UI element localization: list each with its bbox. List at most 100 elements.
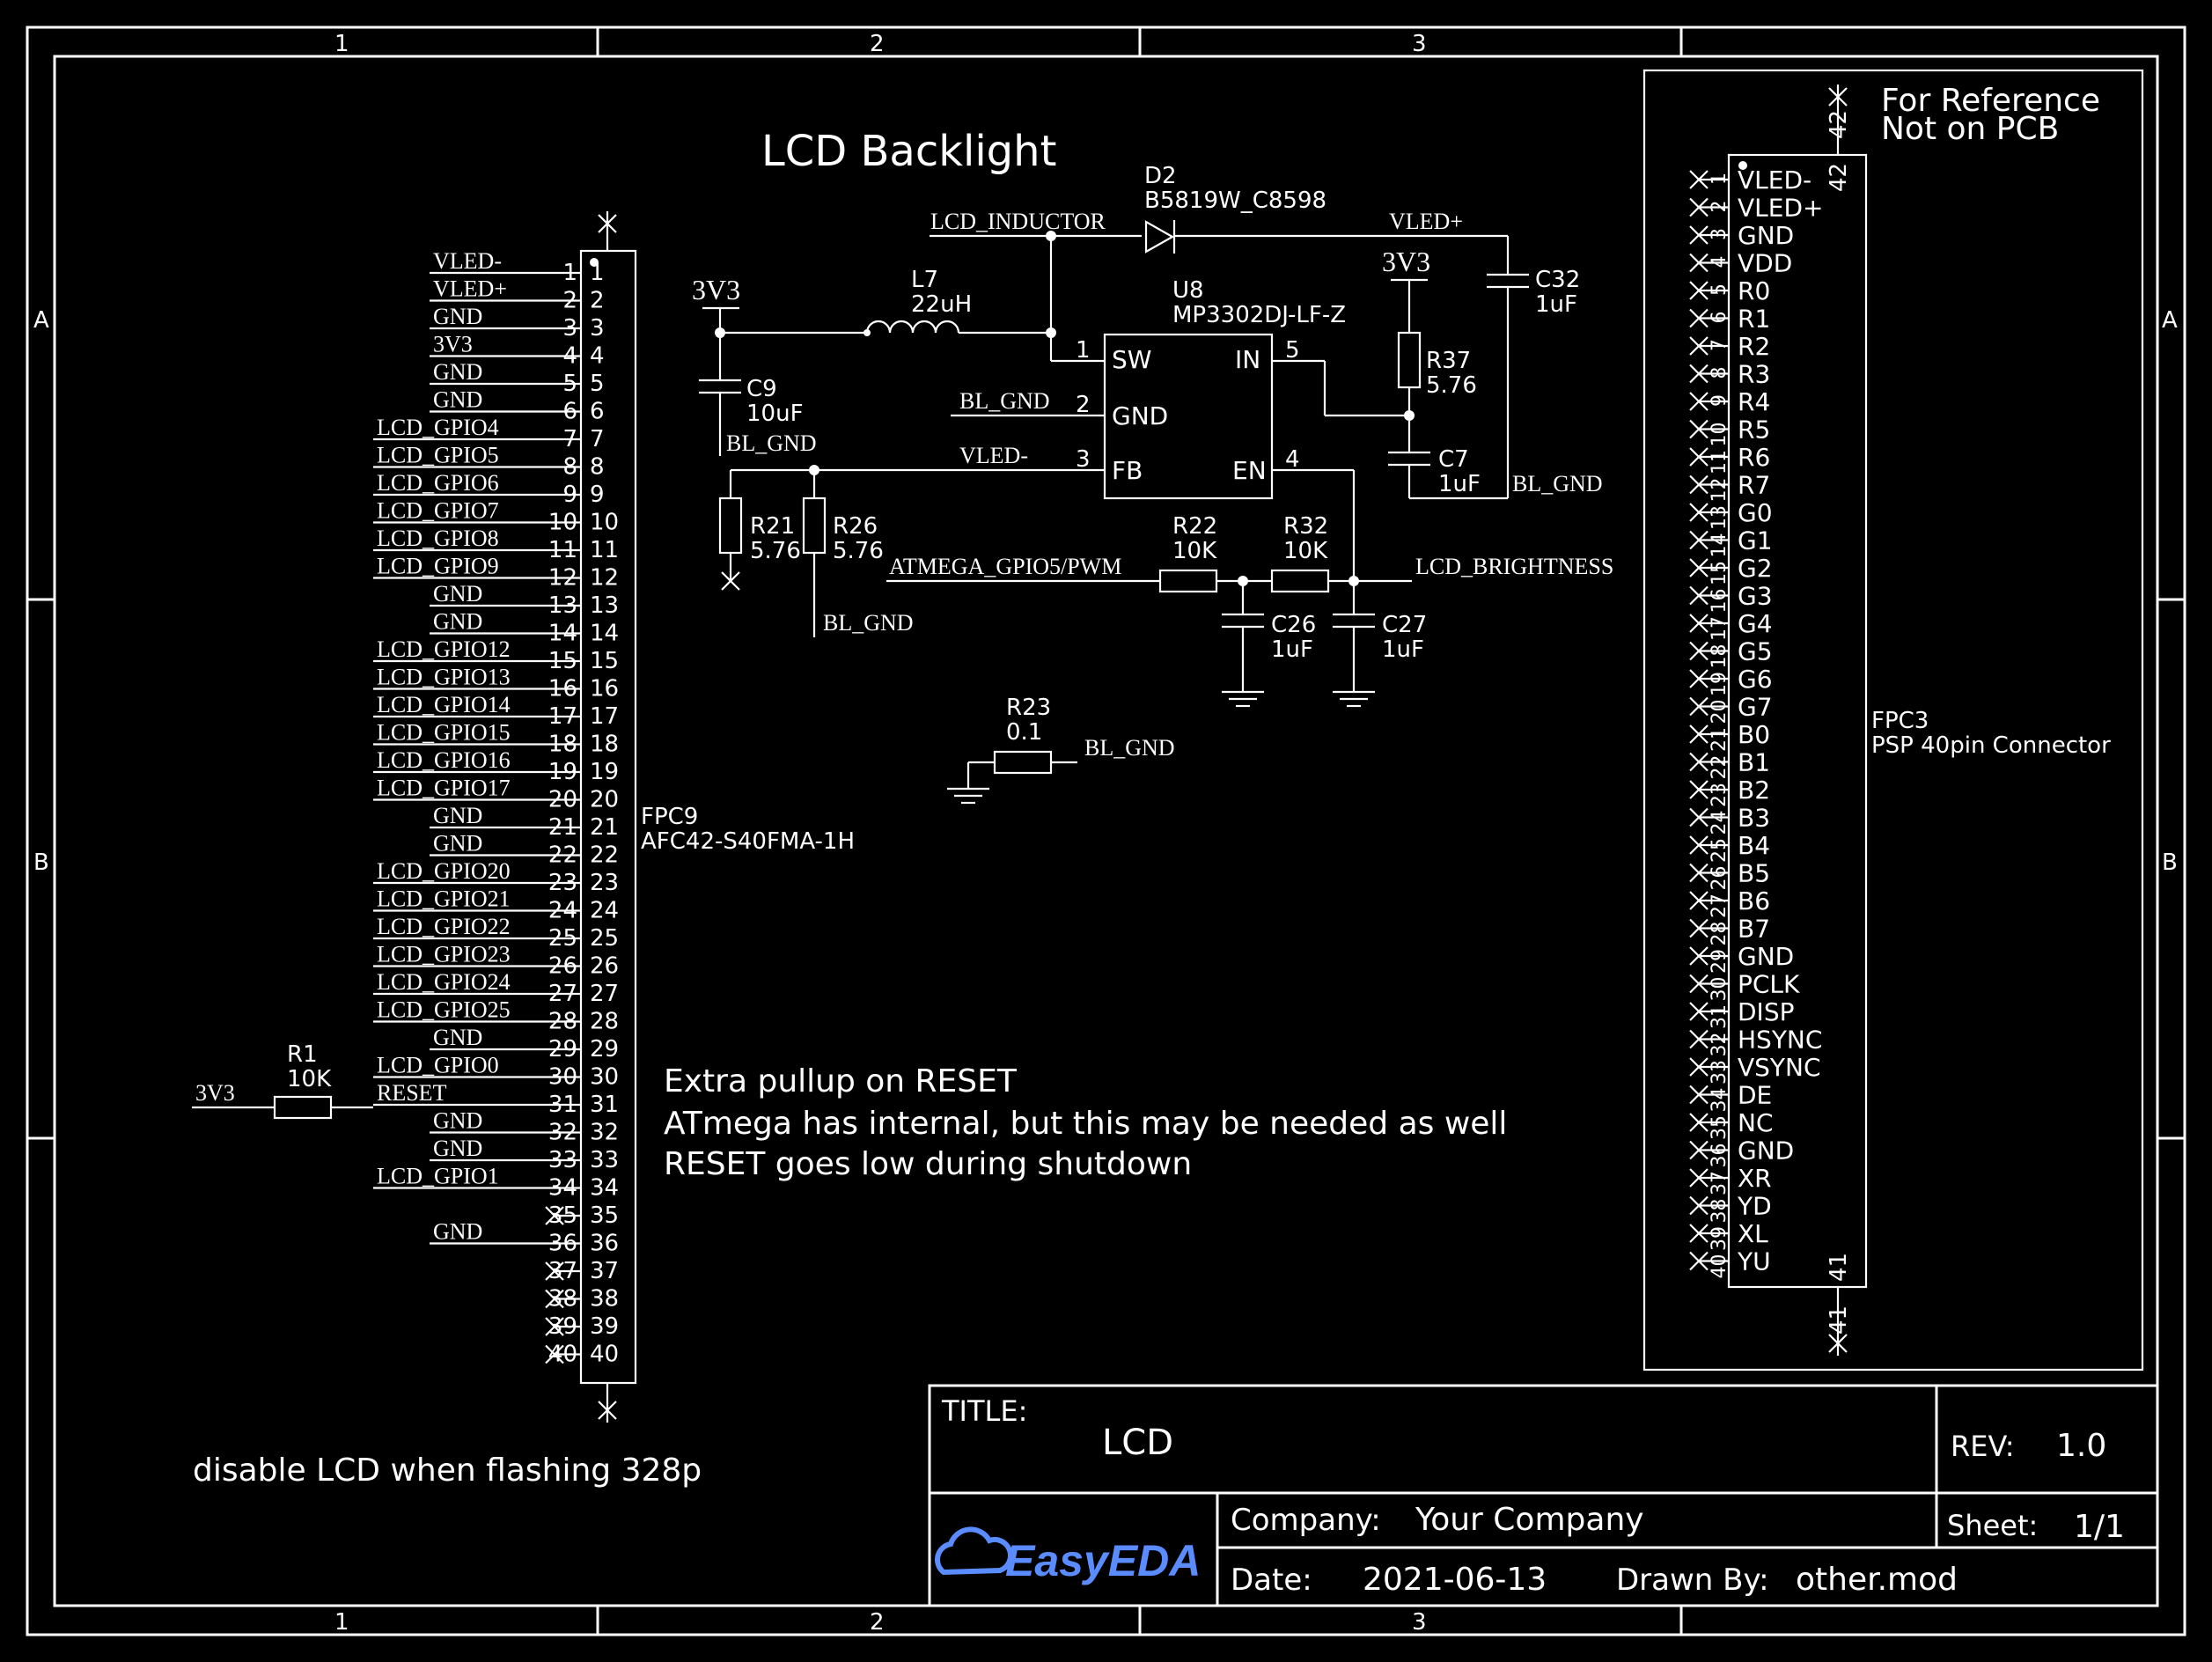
fpc9-pin-index-10: 10: [590, 510, 619, 536]
fpc9-pin-number-22: 22: [548, 842, 577, 869]
fpc3-pin-label-16: G3: [1738, 582, 1773, 611]
fpc9-pin-number-4: 4: [562, 343, 577, 370]
fpc9-pin-number-39: 39: [548, 1313, 577, 1340]
fpc9-net-label-24: LCD_GPIO21: [377, 886, 511, 912]
fpc9-pin-number-12: 12: [548, 565, 577, 592]
fpc9-value: AFC42-S40FMA-1H: [641, 828, 855, 855]
l7-inductor-symbol: [865, 320, 960, 334]
fpc9-net-label-3: GND: [433, 304, 482, 329]
fpc3-pin-number-23: 23: [1709, 783, 1731, 807]
r21-ref: R21: [750, 513, 795, 540]
fpc9-pin-number-33: 33: [548, 1147, 577, 1173]
zone-row-b-right: B: [2162, 849, 2178, 876]
fpc9-pin-number-1: 1: [562, 260, 577, 286]
fpc3-pin-number-29: 29: [1709, 949, 1731, 974]
fpc9-pin-index-4: 4: [590, 343, 605, 370]
fpc9-pin-number-36: 36: [548, 1231, 577, 1257]
fpc3-pin-label-7: R2: [1738, 332, 1770, 361]
u8-pin-sw: SW: [1112, 345, 1151, 374]
fpc3-pin-label-37: XR: [1738, 1164, 1772, 1193]
fpc9-pin-number-27: 27: [548, 981, 577, 1007]
fpc3-pin-label-9: R4: [1738, 387, 1770, 416]
fpc3-pin-label-33: VSYNC: [1738, 1053, 1821, 1082]
ground-symbol-c26: [1222, 690, 1264, 708]
fpc9-pin-number-19: 19: [548, 759, 577, 785]
r22-value: 10K: [1172, 538, 1217, 564]
ground-symbol-c27: [1333, 690, 1375, 708]
fpc3-pin-label-25: B4: [1738, 831, 1770, 860]
fpc9-net-label-29: GND: [433, 1025, 482, 1050]
fpc9-pin-number-14: 14: [548, 621, 577, 647]
fpc3-pin-number-14: 14: [1709, 533, 1731, 558]
fpc3-pin-number-32: 32: [1709, 1033, 1731, 1057]
title-label: TITLE:: [941, 1394, 1027, 1428]
fpc9-pin-number-31: 31: [548, 1092, 577, 1118]
r23-value: 0.1: [1006, 719, 1042, 746]
fpc3-pin-label-8: R3: [1738, 360, 1770, 389]
fpc9-pin-index-32: 32: [590, 1120, 619, 1146]
fpc9-pin-index-3: 3: [590, 315, 605, 342]
fpc9-pin-index-16: 16: [590, 676, 619, 702]
fpc3-pin-number-13: 13: [1709, 505, 1731, 530]
zone-col-2-top: 2: [870, 31, 885, 57]
fpc9-net-label-33: GND: [433, 1136, 482, 1161]
fpc3-pin-number-18: 18: [1709, 644, 1731, 669]
notes: Extra pullup on RESET ATmega has interna…: [193, 1063, 1507, 1489]
fpc3-pin-label-18: G5: [1738, 637, 1773, 666]
fpc9-net-label-2: VLED+: [433, 276, 507, 302]
fpc9-pin-index-13: 13: [590, 592, 619, 619]
fpc3-pin-label-32: HSYNC: [1738, 1026, 1822, 1055]
fpc3-pin-number-27: 27: [1709, 894, 1731, 918]
fpc3-pin-label-38: YD: [1737, 1192, 1772, 1221]
fpc3-pin-number-24: 24: [1709, 811, 1731, 835]
note-reset-line3: RESET goes low during shutdown: [664, 1146, 1192, 1182]
fpc3-pin-number-3: 3: [1709, 228, 1731, 240]
fpc9-pin-number-11: 11: [548, 537, 577, 563]
fpc3-pin-label-24: B3: [1738, 804, 1770, 833]
fpc9-pin-number-29: 29: [548, 1036, 577, 1063]
fpc9-pin-number-6: 6: [562, 399, 577, 425]
fpc9-net-label-7: LCD_GPIO4: [377, 415, 499, 440]
fpc9-net-label-23: LCD_GPIO20: [377, 858, 511, 884]
fpc3-pin-label-30: PCLK: [1738, 970, 1800, 999]
date-value: 2021-06-13: [1363, 1562, 1547, 1598]
fpc9-pin-index-36: 36: [590, 1231, 619, 1257]
r32-ref: R32: [1283, 513, 1328, 540]
fpc3-pin-42-outer: 42: [1826, 110, 1852, 139]
fpc3-pin-number-21: 21: [1709, 727, 1731, 752]
fpc3-pin-number-6: 6: [1709, 312, 1731, 324]
net-lcd-inductor: LCD_INDUCTOR: [930, 209, 1106, 234]
fpc9-pin-index-5: 5: [590, 371, 605, 397]
fpc9-pin-index-33: 33: [590, 1147, 619, 1173]
r37-value: 5.76: [1426, 372, 1477, 399]
fpc9-net-label-13: GND: [433, 581, 482, 607]
fpc3-pin-label-6: R1: [1738, 305, 1770, 334]
fpc3-pin-label-11: R6: [1738, 443, 1770, 472]
zone-col-3-bottom: 3: [1412, 1609, 1427, 1636]
fpc3-pin-label-19: G6: [1738, 665, 1773, 694]
fpc9-net-label-16: LCD_GPIO13: [377, 665, 511, 690]
fpc9-net-label-8: LCD_GPIO5: [377, 443, 499, 468]
u8-pin-num-2: 2: [1076, 392, 1091, 418]
fpc9-pin-number-24: 24: [548, 898, 577, 924]
fpc9-pin-number-28: 28: [548, 1009, 577, 1035]
fpc9-net-label-5: GND: [433, 359, 482, 385]
fpc9-pin-index-11: 11: [590, 537, 619, 563]
fpc3-pin-label-39: XL: [1738, 1219, 1768, 1248]
fpc9-pin-number-16: 16: [548, 676, 577, 702]
title-value: LCD: [1102, 1423, 1173, 1463]
c26-value: 1uF: [1271, 636, 1313, 663]
fpc3-pin-label-31: DISP: [1738, 997, 1794, 1026]
fpc9-net-label-34: LCD_GPIO1: [377, 1164, 499, 1189]
fpc9-pin-index-19: 19: [590, 759, 619, 785]
fpc9-net-label-6: GND: [433, 387, 482, 413]
fpc9-pin-index-8: 8: [590, 454, 605, 481]
backlight-circuit: LCD Backlight D2 B5819W_C8598 LCD_INDUCT…: [692, 127, 1613, 805]
fpc9-pin-index-31: 31: [590, 1092, 619, 1118]
fpc9-net-label-30: LCD_GPIO0: [377, 1053, 499, 1078]
fpc9-net-label-11: LCD_GPIO8: [377, 526, 499, 551]
c9-value: 10uF: [746, 401, 804, 427]
drawn-by-value: other.mod: [1796, 1562, 1958, 1598]
zone-col-1-top: 1: [334, 31, 349, 57]
fpc9-pin-index-27: 27: [590, 981, 619, 1007]
